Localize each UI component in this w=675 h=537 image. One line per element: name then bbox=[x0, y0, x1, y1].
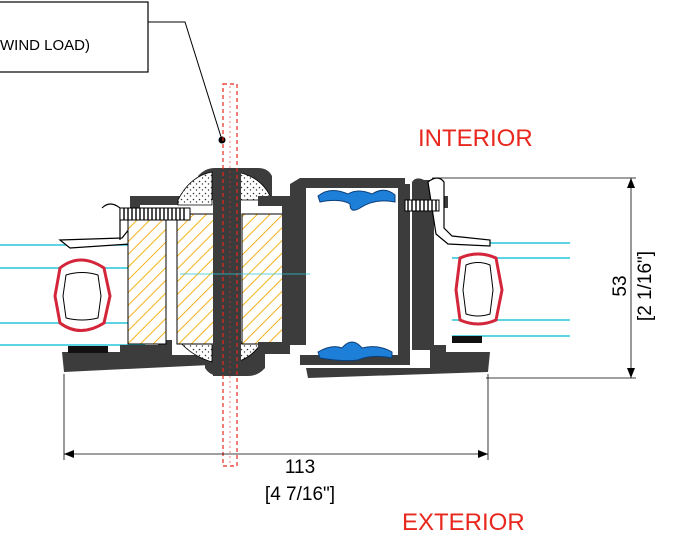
frame-profile bbox=[58, 83, 491, 467]
screw-thread-left bbox=[123, 208, 185, 220]
frame-right-mullion bbox=[412, 178, 434, 350]
spacer-inner bbox=[62, 272, 102, 321]
weatherstrip-top bbox=[317, 189, 396, 211]
arrow-right bbox=[478, 450, 488, 458]
glazing-tape-left bbox=[68, 346, 108, 353]
screw-thread-right bbox=[407, 200, 437, 211]
right-glazing bbox=[452, 242, 570, 337]
frame-bottom-left bbox=[62, 345, 210, 372]
callout-box bbox=[0, 1, 149, 73]
frame-bottom-right bbox=[306, 345, 490, 378]
clip-left bbox=[101, 203, 121, 240]
callout-text: WIND LOAD) bbox=[0, 37, 90, 54]
arrow-bottom bbox=[627, 368, 635, 378]
frame-tube-right bbox=[300, 184, 410, 365]
wood-block-right bbox=[241, 213, 285, 345]
arrow-left bbox=[64, 450, 74, 458]
height-in-label: [2 1/16"] bbox=[635, 251, 656, 321]
glazing-tape-right bbox=[452, 336, 482, 343]
sealant-bottom bbox=[179, 341, 213, 363]
height-mm-label: 53 bbox=[610, 275, 631, 296]
spacer-inner bbox=[462, 262, 494, 317]
screw-right bbox=[404, 199, 440, 212]
steel-reinforcement-outline bbox=[222, 83, 238, 467]
exterior-label: EXTERIOR bbox=[402, 509, 525, 536]
arrow-top bbox=[627, 178, 635, 188]
callout-leader-line bbox=[148, 21, 223, 141]
height-dimension: 53 [2 1/16"] bbox=[432, 177, 656, 379]
frame-mid-right bbox=[258, 178, 405, 354]
clip-right bbox=[427, 177, 491, 247]
weatherstrip-bottom bbox=[317, 341, 393, 362]
width-dimension: 113 [4 7/16"] bbox=[63, 374, 489, 505]
wood-block-left bbox=[176, 213, 216, 345]
center-plate bbox=[213, 170, 241, 376]
left-glazing bbox=[0, 244, 145, 346]
wood-block-outer bbox=[127, 213, 167, 345]
sealant-top bbox=[177, 171, 213, 206]
callout-leader-dot bbox=[218, 136, 226, 144]
wind-load-callout: WIND LOAD) bbox=[0, 1, 226, 144]
interior-label: INTERIOR bbox=[418, 125, 533, 152]
width-in-label: [4 7/16"] bbox=[265, 484, 335, 505]
width-mm-label: 113 bbox=[285, 457, 315, 478]
frame-stem-left bbox=[158, 340, 172, 360]
